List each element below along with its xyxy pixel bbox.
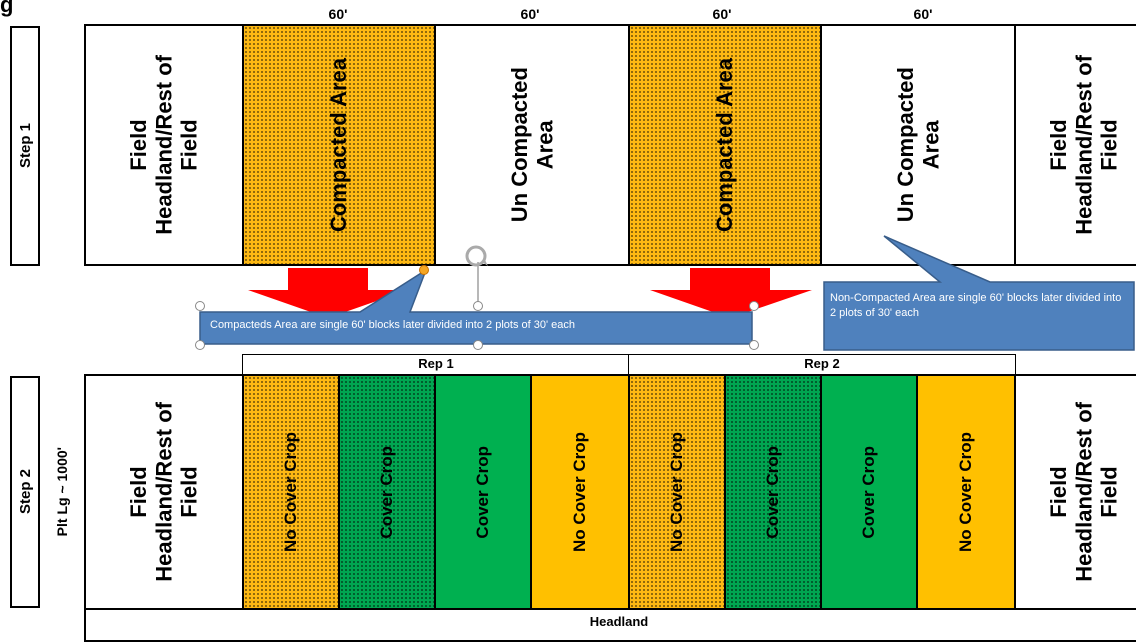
step2-no-cover-crop: No Cover Crop [628,374,726,610]
dimension-label: 60' [712,6,732,22]
down-arrow-2 [650,268,812,318]
step2-cover-crop: Cover Crop [338,374,436,610]
dimension-label: 60' [913,6,933,22]
step2-cover-crop: Cover Crop [724,374,822,610]
step2-field-headland-left: Field Headland/Rest of Field [84,374,244,610]
resize-handle[interactable] [195,301,205,311]
adjust-handle[interactable] [419,265,429,275]
resize-handle[interactable] [195,340,205,350]
dimension-label: 60' [328,6,348,22]
step2-label: Step 2 [10,376,40,608]
step1-field-headland-left: Field Headland/Rest of Field [84,24,244,266]
rep1-label: Rep 1 [242,354,630,376]
resize-handle[interactable] [749,340,759,350]
step2-cover-crop: Cover Crop [434,374,532,610]
headland-bar: Headland [84,608,1136,642]
step1-field-headland-right: Field Headland/Rest of Field [1014,24,1136,266]
resize-handle[interactable] [749,301,759,311]
callout-noncompacted-text: Non-Compacted Area are single 60' blocks… [830,292,1122,319]
callout-noncompacted-shape [823,235,1135,351]
step2-no-cover-crop: No Cover Crop [530,374,630,610]
resize-handle[interactable] [473,301,483,311]
step2-field-headland-right: Field Headland/Rest of Field [1014,374,1136,610]
step2-cover-crop: Cover Crop [820,374,918,610]
resize-handle[interactable] [473,340,483,350]
down-arrow-1 [248,268,408,318]
step2-no-cover-crop: No Cover Crop [242,374,340,610]
dimension-label: 60' [520,6,540,22]
step1-compacted-area-1: Compacted Area [242,24,436,266]
rotate-handle-icon [465,245,487,267]
plot-length-label: Plt Lg ~ 1000' [53,447,70,537]
step1-label: Step 1 [10,26,40,266]
step2-no-cover-crop: No Cover Crop [916,374,1016,610]
step1-compacted-area-2: Compacted Area [628,24,822,266]
figure-label: g [0,0,14,17]
rep2-label: Rep 2 [628,354,1016,376]
callout-compacted-text: Compacteds Area are single 60' blocks la… [210,319,575,331]
callout-compacted-shape [199,268,753,345]
